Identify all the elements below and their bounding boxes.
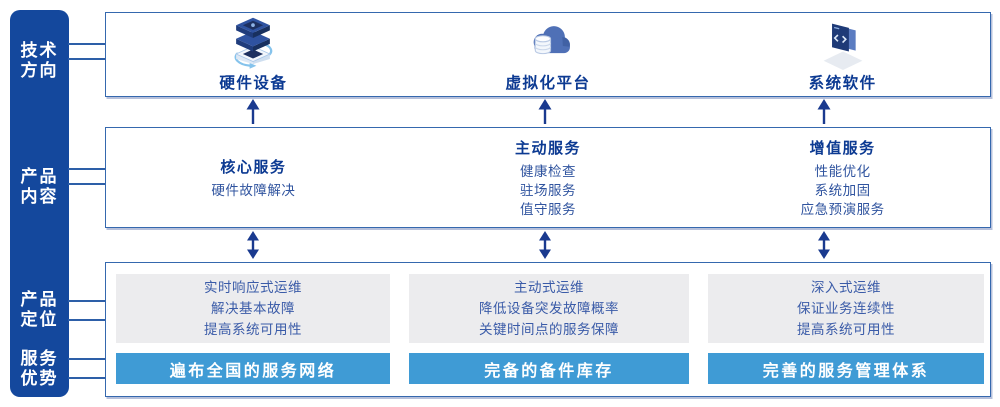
tech-direction-panel: 硬件设备 虚拟化平台	[105, 12, 991, 97]
double-arrow-icon	[537, 231, 553, 259]
up-arrow-icon	[816, 99, 832, 125]
product-content-panel: 核心服务 硬件故障解决 主动服务 健康检查 驻场服务 值守服务 增值服务 性能优…	[105, 127, 991, 228]
service-item: 性能优化	[814, 163, 871, 179]
service-group-core: 核心服务 硬件故障解决	[106, 128, 401, 227]
service-group-value-added: 增值服务 性能优化 系统加固 应急预演服务	[695, 128, 990, 227]
positioning-line: 解决基本故障	[211, 301, 295, 316]
connector-line	[68, 319, 106, 321]
service-item: 硬件故障解决	[211, 182, 296, 198]
cloud-database-icon	[521, 16, 575, 70]
positioning-line: 保证业务连续性	[797, 301, 895, 316]
connector-line	[68, 377, 106, 379]
connector-line	[68, 183, 106, 185]
code-window-icon	[816, 16, 870, 70]
service-group-proactive: 主动服务 健康检查 驻场服务 值守服务	[401, 128, 696, 227]
tech-item-label: 虚拟化平台	[505, 75, 591, 92]
positioning-line: 降低设备突发故障概率	[479, 301, 619, 316]
service-group-title: 主动服务	[515, 139, 582, 157]
positioning-card: 实时响应式运维 解决基本故障 提高系统可用性	[116, 274, 390, 343]
positioning-card: 深入式运维 保证业务连续性 提高系统可用性	[708, 274, 984, 343]
positioning-line: 主动式运维	[514, 280, 584, 295]
double-arrow-icon	[816, 231, 832, 259]
sidebar-label-product-content: 产品 内容	[20, 167, 59, 206]
positioning-line: 深入式运维	[811, 280, 881, 295]
tech-item-label: 硬件设备	[219, 75, 288, 92]
product-positioning-panel: 实时响应式运维 解决基本故障 提高系统可用性 主动式运维 降低设备突发故障概率 …	[105, 262, 991, 397]
sidebar-label-product-positioning: 产品 定位	[20, 290, 59, 329]
connector-line	[68, 43, 106, 45]
positioning-line: 提高系统可用性	[797, 322, 895, 337]
sidebar-label-service-advantage: 服务 优势	[20, 349, 59, 388]
tech-item-hardware: 硬件设备	[106, 13, 401, 96]
connector-line	[68, 168, 106, 170]
service-group-title: 核心服务	[220, 158, 287, 176]
advantage-bar: 完善的服务管理体系	[708, 353, 984, 384]
advantage-bar: 完备的备件库存	[409, 353, 689, 384]
advantage-bar: 遍布全国的服务网络	[116, 353, 390, 384]
service-item: 值守服务	[520, 201, 576, 217]
sidebar: 技术 方向 产品 内容 产品 定位 服务 优势	[10, 10, 69, 397]
positioning-line: 提高系统可用性	[204, 322, 302, 337]
tech-item-label: 系统软件	[808, 75, 877, 92]
service-item: 健康检查	[520, 163, 576, 179]
tech-item-virtualization: 虚拟化平台	[401, 13, 696, 96]
positioning-line: 实时响应式运维	[204, 280, 302, 295]
positioning-line: 关键时间点的服务保障	[479, 322, 619, 337]
positioning-card: 主动式运维 降低设备突发故障概率 关键时间点的服务保障	[409, 274, 689, 343]
tech-item-system-software: 系统软件	[695, 13, 990, 96]
service-item: 驻场服务	[520, 182, 576, 198]
service-item: 应急预演服务	[800, 201, 885, 217]
server-stack-icon	[226, 16, 280, 70]
connector-line	[68, 58, 106, 60]
double-arrow-icon	[245, 231, 261, 259]
up-arrow-icon	[537, 99, 553, 125]
service-item: 系统加固	[814, 182, 871, 198]
sidebar-label-tech-direction: 技术 方向	[20, 41, 59, 80]
connector-line	[68, 300, 106, 302]
up-arrow-icon	[245, 99, 261, 125]
connector-line	[68, 358, 106, 360]
service-group-title: 增值服务	[809, 139, 876, 157]
